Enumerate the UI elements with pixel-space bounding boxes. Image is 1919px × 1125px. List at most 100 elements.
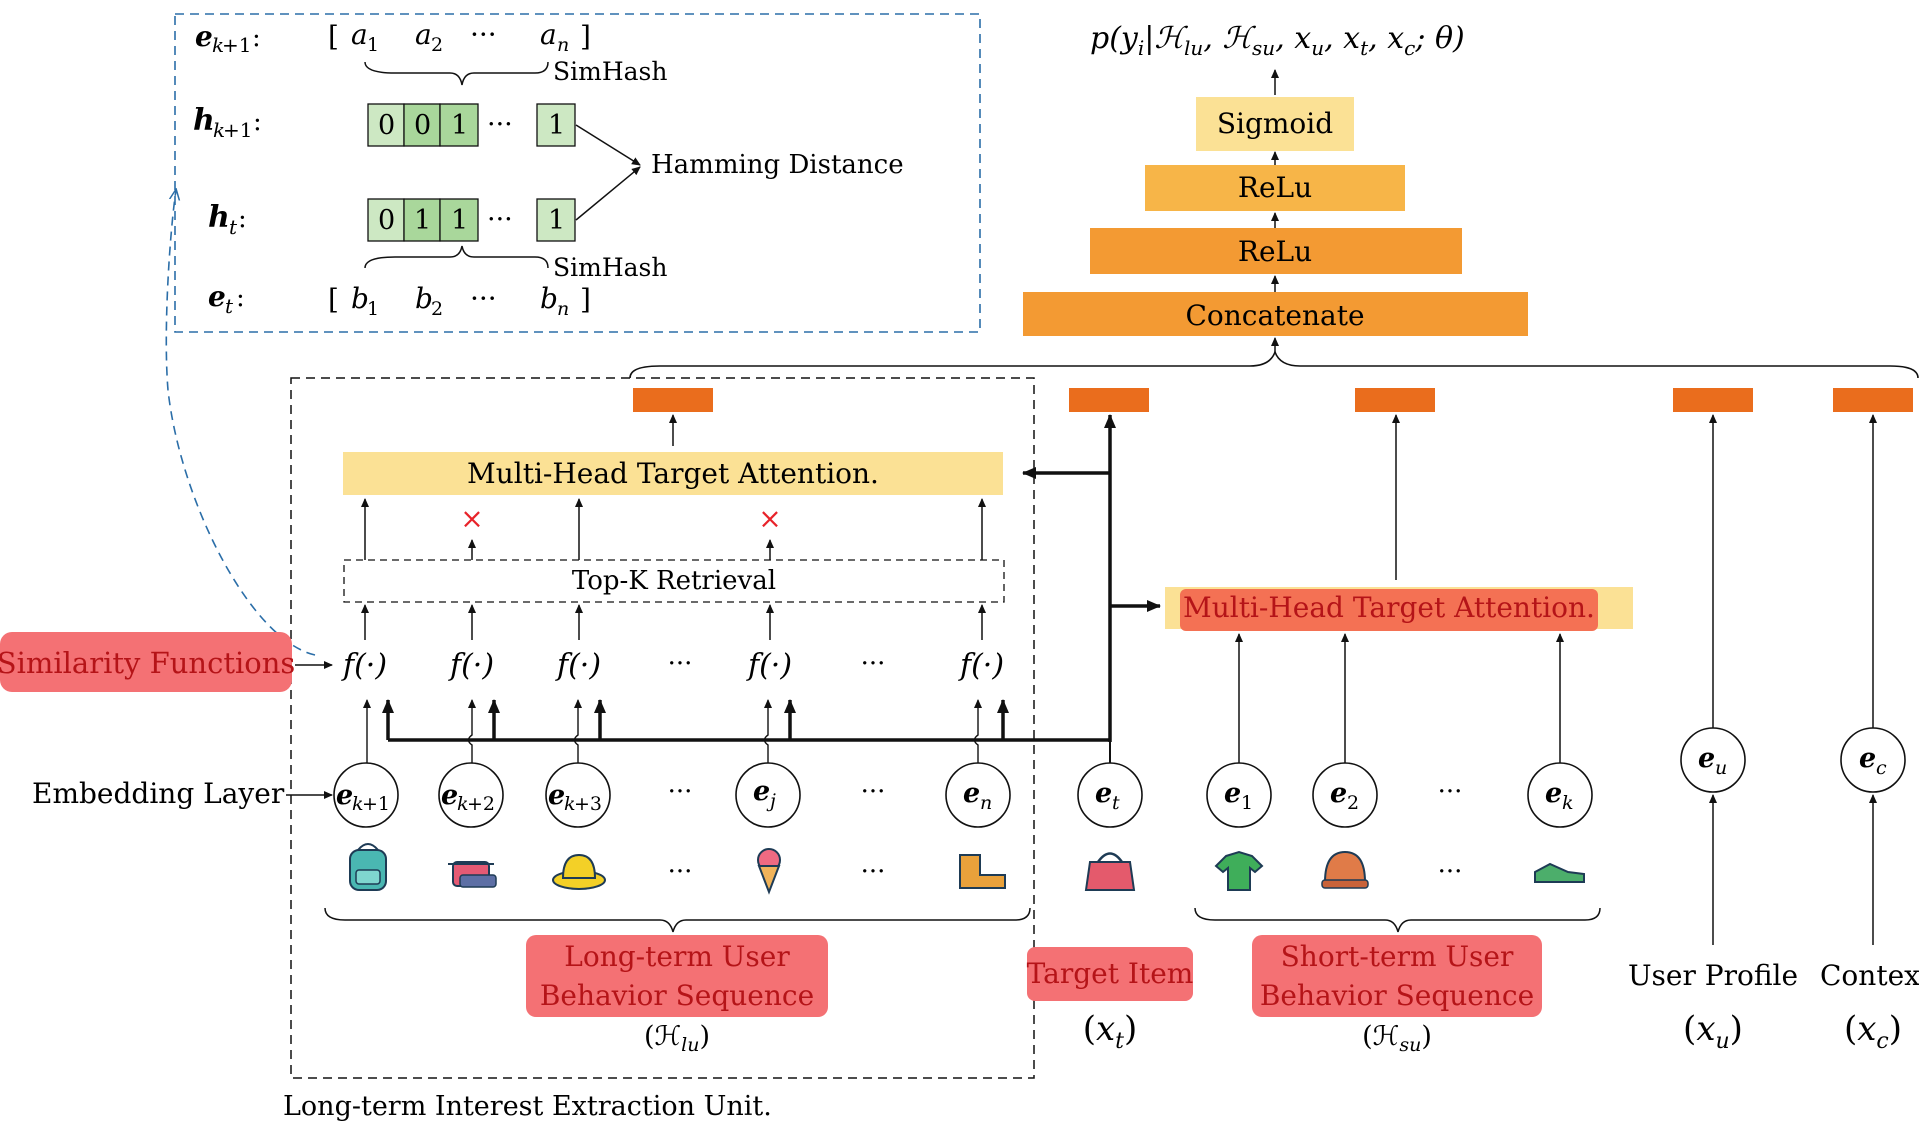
ice-cream-icon: [757, 848, 781, 895]
svg-text:e: e: [753, 776, 770, 807]
similarity-func-j: f(·): [746, 648, 792, 683]
svg-text:Target Item: Target Item: [1027, 957, 1194, 990]
svg-text:1: 1: [367, 298, 379, 320]
embedding-e-2: [1312, 762, 1378, 828]
svg-text:t: t: [225, 294, 234, 318]
svg-text:a: a: [351, 18, 368, 51]
short-term-output: [1355, 388, 1435, 412]
svg-text:e: e: [963, 778, 980, 809]
long-term-unit-label: Long-term Interest Extraction Unit.: [283, 1091, 772, 1122]
svg-text:j: j: [766, 790, 776, 812]
context-label: Context: [1820, 959, 1919, 992]
svg-text::: :: [253, 107, 262, 137]
svg-text:e: e: [336, 780, 353, 811]
svg-text:Multi-Head Target Attention.: Multi-Head Target Attention.: [467, 457, 879, 490]
embedding-e-1: [1206, 762, 1272, 828]
target-output: [1069, 388, 1149, 412]
long-term-unit: Long-term Interest Extraction Unit. Mult…: [283, 377, 1110, 1122]
embedding-layer-label: Embedding Layer: [32, 777, 333, 810]
context-symbol: (xc): [1844, 1009, 1902, 1054]
embedding-e-c: [1840, 727, 1906, 793]
row-label-h-k1: h: [193, 103, 215, 138]
svg-text:u: u: [1715, 757, 1727, 779]
svg-text:n: n: [557, 34, 569, 56]
handbag-icon: [1084, 852, 1136, 891]
svg-text:Sigmoid: Sigmoid: [1217, 107, 1333, 140]
svg-text:t: t: [1112, 792, 1120, 814]
embedding-e-t: [1077, 762, 1143, 828]
row-label-e-t: e: [208, 280, 226, 313]
svg-text:e: e: [1698, 743, 1715, 774]
long-term-mhta: [343, 452, 1003, 495]
svg-text:b: b: [540, 282, 558, 315]
tshirt-icon: [1214, 850, 1264, 891]
svg-text:Multi-Head Target Attention.: Multi-Head Target Attention.: [1183, 591, 1595, 624]
svg-text:k: k: [1562, 792, 1574, 814]
concatenate-layer: [1023, 292, 1528, 336]
boot-icon: [959, 854, 1006, 889]
svg-text:k: k: [352, 793, 364, 815]
svg-text:e: e: [441, 780, 458, 811]
filtered-mark-1: ×: [460, 502, 483, 535]
embedding-e-k: [1527, 762, 1593, 828]
svg-text:···: ···: [668, 777, 693, 807]
svg-text:1: 1: [451, 110, 468, 141]
context: ec Context (xc): [1820, 414, 1919, 1054]
svg-text:···: ···: [861, 649, 886, 679]
svg-text:Long-term User: Long-term User: [564, 940, 790, 973]
svg-text:c: c: [1876, 757, 1887, 779]
context-output: [1833, 388, 1913, 412]
embedding-e-k2: [438, 762, 504, 828]
svg-text:+1: +1: [223, 118, 252, 142]
svg-text:n: n: [557, 298, 569, 320]
svg-text:···: ···: [1438, 777, 1463, 807]
relu-layer-2: [1090, 228, 1462, 274]
svg-text:Embedding Layer: Embedding Layer: [32, 777, 285, 810]
svg-text:a: a: [415, 18, 432, 51]
svg-text:0: 0: [378, 205, 395, 236]
svg-text:k: k: [457, 793, 469, 815]
cooking-pot-icon: [448, 861, 497, 888]
embedding-e-n: [945, 762, 1011, 828]
svg-text:2: 2: [1347, 792, 1359, 814]
svg-text:···: ···: [1438, 857, 1463, 887]
svg-text:···: ···: [668, 649, 693, 679]
svg-text:+1: +1: [362, 793, 390, 815]
similarity-func-2: f(·): [448, 648, 494, 683]
svg-text:e: e: [1545, 778, 1562, 809]
embedding-e-j: [735, 762, 801, 828]
svg-text:···: ···: [668, 857, 693, 887]
svg-text:+3: +3: [574, 793, 602, 815]
svg-text:···: ···: [861, 777, 886, 807]
long-term-sequence-label: [526, 935, 828, 1017]
svg-text:b: b: [415, 282, 433, 315]
svg-text:1: 1: [367, 34, 379, 56]
target-symbol: (xt): [1083, 1009, 1138, 1054]
svg-text:e: e: [1224, 778, 1241, 809]
svg-text::: :: [236, 283, 245, 313]
similarity-functions-label: Similarity Functions: [0, 632, 333, 692]
row-label-h-t: h: [208, 200, 230, 235]
similarity-func-1: f(·): [341, 648, 387, 683]
svg-text:2: 2: [431, 34, 443, 56]
svg-text:1: 1: [1241, 792, 1253, 814]
svg-text:t: t: [229, 215, 238, 239]
similarity-func-n: f(·): [958, 648, 1004, 683]
target-item-label: [1027, 947, 1193, 1001]
sigmoid-layer: [1196, 97, 1354, 151]
svg-text:[: [: [328, 20, 339, 53]
svg-text:Behavior Sequence: Behavior Sequence: [1260, 979, 1534, 1012]
similarity-func-3: f(·): [555, 648, 601, 683]
svg-text:k: k: [564, 793, 576, 815]
svg-text:Similarity Functions: Similarity Functions: [0, 646, 295, 680]
svg-text:0: 0: [378, 110, 395, 141]
svg-text:]: ]: [580, 283, 591, 316]
output-formula: p(yi|ℋlu, ℋsu, xu, xt, xc; θ): [1090, 21, 1465, 60]
